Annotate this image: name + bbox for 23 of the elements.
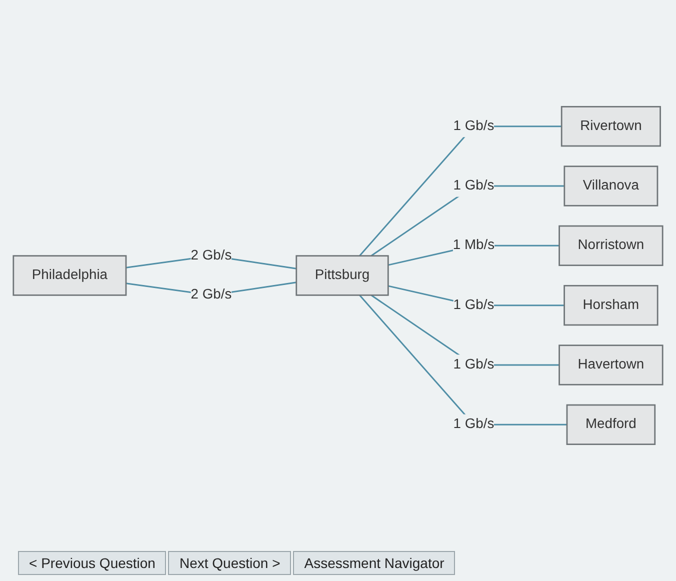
edge-label: 2 Gb/s (190, 286, 232, 302)
previous-question-button: < Previous Question (18, 551, 166, 575)
edge-label: 1 Gb/s (453, 118, 494, 134)
node-box: Rivertown (560, 106, 661, 147)
connector (370, 185, 564, 256)
edge-label: 1 Mb/s (452, 237, 495, 253)
edge-label: 1 Gb/s (453, 177, 494, 194)
connector (359, 294, 567, 426)
node-box: Medford (566, 404, 656, 445)
node-box: Havertown (558, 344, 664, 386)
node-box: Norristown (558, 225, 664, 266)
next-question-button: Next Question > (168, 551, 292, 575)
node-box: Pittsburg (296, 255, 389, 296)
node-box: Villanova (564, 166, 658, 206)
node-box: Philadelphia (12, 255, 127, 296)
navigator-tab: Assessment Navigator (293, 551, 456, 575)
connector (359, 126, 562, 256)
node-box: Horsham (564, 284, 658, 326)
edge-label: 1 Gb/s (453, 416, 494, 432)
connector (370, 294, 560, 366)
edge-label: 1 Gb/s (453, 296, 494, 312)
edge-label: 2 Gb/s (190, 247, 232, 264)
edge-label: 1 Gb/s (453, 356, 494, 372)
